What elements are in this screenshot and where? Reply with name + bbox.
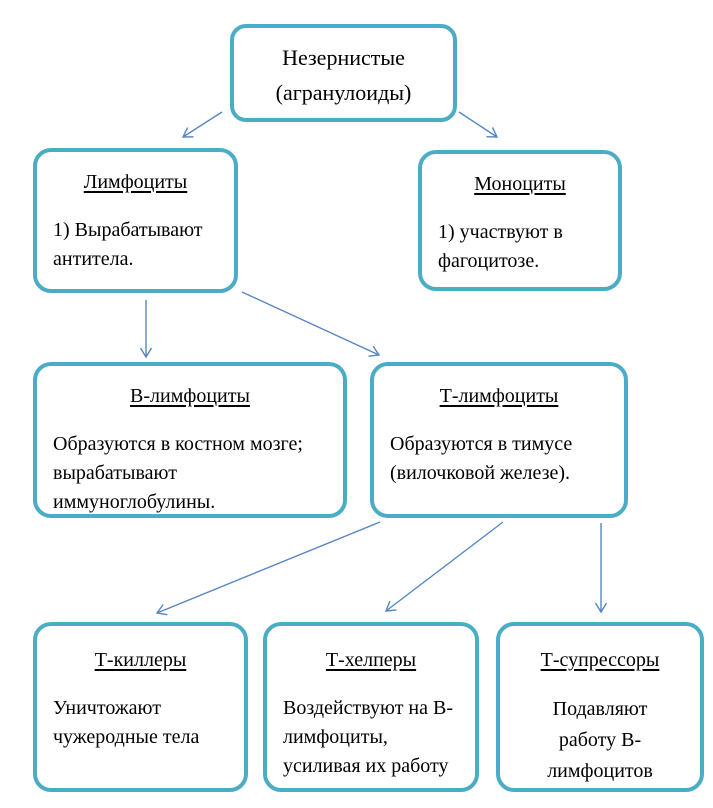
node-monocytes: Моноциты 1) участвуют в фагоцитозе. [418, 150, 622, 291]
node-t-suppressors: Т-супрессоры Подавляют работу В-лимфоцит… [496, 622, 704, 792]
node-b-lymphocytes: В-лимфоциты Образуются в костном мозге; … [33, 362, 347, 518]
node-t-helpers-title: Т-хелперы [325, 649, 417, 671]
arrow-t-lymphocytes-to-t-helpers [384, 521, 504, 612]
node-t-helpers: Т-хелперы Воздействуют на В-лимфоциты, у… [263, 622, 479, 792]
node-t-helpers-body: Воздействуют на В-лимфоциты, усиливая их… [283, 697, 454, 777]
node-t-killers-title: Т-киллеры [94, 649, 187, 671]
node-b-lymphocytes-body: Образуются в костном мозге; вырабатывают… [53, 433, 303, 513]
node-t-lymphocytes: Т-лимфоциты Образуются в тимусе (вилочко… [370, 362, 628, 518]
node-agranulocytes-title: Незернистые (агранулоиды) [275, 45, 412, 106]
node-agranulocytes: Незернистые (агранулоиды) [230, 24, 457, 122]
node-lymphocytes: Лимфоциты 1) Вырабатывают антитела. [33, 148, 238, 293]
node-t-lymphocytes-body: Образуются в тимусе (вилочковой железе). [390, 433, 573, 484]
node-monocytes-body: 1) участвуют в фагоцитозе. [438, 221, 563, 272]
node-t-suppressors-body: Подавляют работу В-лимфоцитов [547, 698, 653, 782]
node-lymphocytes-body: 1) Вырабатывают антитела. [53, 219, 203, 270]
node-b-lymphocytes-title: В-лимфоциты [130, 385, 250, 407]
node-t-lymphocytes-title: Т-лимфоциты [439, 385, 559, 407]
arrow-lymphocytes-to-t-lymphocytes [241, 291, 381, 357]
node-t-suppressors-title: Т-супрессоры [540, 649, 660, 671]
arrow-t-lymphocytes-to-t-killers [155, 521, 381, 616]
node-monocytes-title: Моноциты [474, 173, 566, 195]
node-t-killers: Т-киллеры Уничтожают чужеродные тела [33, 622, 248, 792]
arrow-root-to-monocytes [458, 111, 499, 138]
node-t-killers-body: Уничтожают чужеродные тела [53, 697, 200, 748]
arrow-root-to-lymphocytes [181, 111, 223, 138]
node-lymphocytes-title: Лимфоциты [83, 171, 188, 193]
